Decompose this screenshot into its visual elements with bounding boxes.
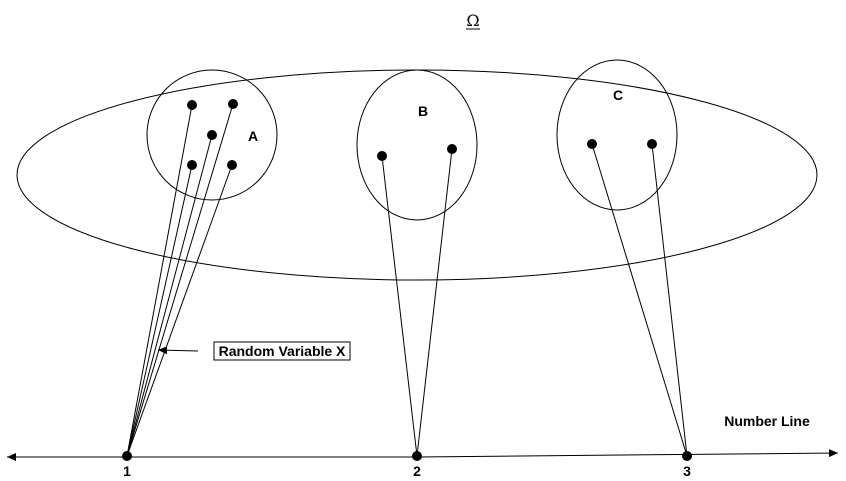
outcome-points [187, 99, 657, 170]
number-line-point [412, 451, 422, 461]
set-c-label: C [613, 87, 623, 103]
mapping-line [591, 143, 688, 457]
tick-label: 1 [123, 463, 131, 479]
set-b-ellipse [356, 69, 478, 221]
mapping-line [126, 164, 193, 457]
outcome-point [187, 160, 197, 170]
number-line-axis [417, 449, 839, 458]
annotation-box [213, 341, 351, 361]
mapping-line [126, 103, 234, 457]
outcome-point [377, 151, 387, 161]
outcome-point [647, 139, 657, 149]
number-line-points [122, 451, 692, 461]
mapping-line [651, 143, 688, 457]
mapping-line [416, 148, 453, 457]
mapping-line [381, 155, 418, 457]
set-a-label: A [248, 128, 258, 144]
set-b-label: B [418, 103, 428, 119]
outcome-point [207, 130, 217, 140]
tick-label: 2 [413, 463, 421, 479]
tick-label: 3 [683, 463, 691, 479]
mapping-line [126, 104, 193, 457]
outcome-point [587, 139, 597, 149]
number-line-point [122, 451, 132, 461]
outcome-point [187, 100, 197, 110]
sample-space-ellipse [16, 69, 818, 281]
number-line-point [682, 451, 692, 461]
annotation-label: Random Variable X [219, 343, 346, 359]
mapping-line [126, 164, 233, 457]
sample-space-label: Ω [466, 11, 479, 30]
mapping-lines [126, 103, 688, 457]
outcome-point [447, 144, 457, 154]
mapping-line [126, 134, 213, 457]
outcome-point [228, 99, 238, 109]
set-c-ellipse [556, 59, 678, 211]
outcome-point [227, 160, 237, 170]
set-a-ellipse [146, 69, 278, 201]
annotation-arrow [157, 346, 199, 355]
number-line-label: Number Line [724, 413, 810, 429]
